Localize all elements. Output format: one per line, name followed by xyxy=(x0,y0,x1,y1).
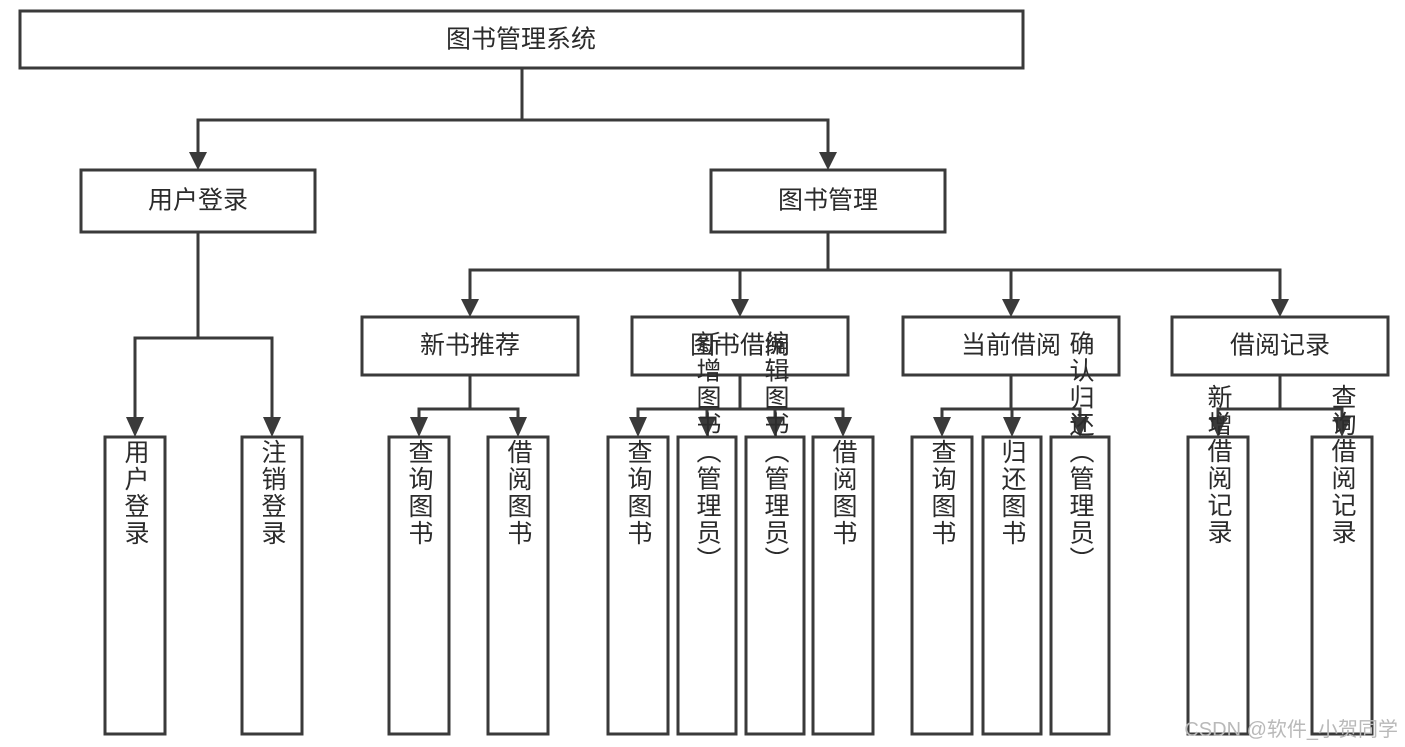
node-borrow-record[interactable]: 借阅记录 xyxy=(1170,315,1390,377)
leaf-user-login-box[interactable] xyxy=(103,435,167,736)
leaf-return-book[interactable]: 归还图书 xyxy=(981,435,1043,736)
node-borrow-record-box[interactable] xyxy=(1170,315,1390,377)
arrow-cb-leaf2 xyxy=(1003,417,1021,437)
leaf-query-book-1-label: 查询图书 xyxy=(405,439,434,547)
node-new-book-rec-box[interactable] xyxy=(360,315,580,377)
leaf-confirm-return-label: 确认归还（管理员） xyxy=(1066,331,1095,574)
leaf-edit-book[interactable]: 编辑图书（管理员） xyxy=(744,331,806,736)
node-book-manage-box[interactable] xyxy=(709,168,947,234)
arrow-ul-leaf1 xyxy=(126,417,144,437)
leaf-query-book-3-box[interactable] xyxy=(910,435,974,736)
leaf-add-record[interactable]: 新增借阅记录 xyxy=(1186,384,1250,736)
node-current-borrow[interactable]: 当前借阅 xyxy=(901,315,1121,377)
leaf-return-book-label: 归还图书 xyxy=(998,439,1027,547)
arrow-bb-leaf2 xyxy=(698,417,716,437)
leaf-user-login-label: 用户登录 xyxy=(121,439,150,547)
arrow-br-leaf2 xyxy=(1333,417,1351,437)
arrow-root-to-user-login xyxy=(189,152,207,170)
leaf-query-book-2[interactable]: 查询图书 xyxy=(606,435,670,736)
leaf-borrow-book-2-label: 借阅图书 xyxy=(829,439,858,547)
arrow-bb-leaf1 xyxy=(629,417,647,437)
arrow-br-leaf1 xyxy=(1209,417,1227,437)
leaf-logout-label: 注销登录 xyxy=(258,439,287,547)
leaf-borrow-book-1[interactable]: 借阅图书 xyxy=(486,435,550,736)
csdn-watermark: CSDN @软件_小贺同学 xyxy=(1184,718,1398,741)
leaf-confirm-return-box[interactable] xyxy=(1049,435,1111,736)
node-current-borrow-label: 当前借阅 xyxy=(961,332,1061,360)
node-book-borrow-label: 图书借阅 xyxy=(690,332,790,360)
leaf-borrow-book-2-box[interactable] xyxy=(811,435,875,736)
leaf-logout-box[interactable] xyxy=(240,435,304,736)
arrow-root-to-book-manage xyxy=(819,152,837,170)
node-new-book-rec[interactable]: 新书推荐 xyxy=(360,315,580,377)
node-book-manage-label: 图书管理 xyxy=(778,187,878,215)
node-user-login-box[interactable] xyxy=(79,168,317,234)
leaf-add-book[interactable]: 新增图书（管理员） xyxy=(676,331,738,736)
leaf-edit-book-box[interactable] xyxy=(744,435,806,736)
node-user-login[interactable]: 用户登录 xyxy=(79,168,317,234)
leaf-query-record[interactable]: 查询借阅记录 xyxy=(1310,384,1374,736)
leaf-user-login[interactable]: 用户登录 xyxy=(103,435,167,736)
arrow-bm-to-borrowrecord xyxy=(1271,299,1289,317)
node-borrow-record-label: 借阅记录 xyxy=(1230,332,1330,360)
leaf-query-book-2-box[interactable] xyxy=(606,435,670,736)
leaf-query-record-box[interactable] xyxy=(1310,435,1374,736)
leaf-query-book-3[interactable]: 查询图书 xyxy=(910,435,974,736)
arrow-bb-leaf4 xyxy=(834,417,852,437)
arrow-nb-leaf1 xyxy=(410,417,428,437)
leaf-logout[interactable]: 注销登录 xyxy=(240,435,304,736)
arrow-bm-to-currentborrow xyxy=(1002,299,1020,317)
node-root[interactable]: 图书管理系统 xyxy=(18,9,1025,70)
arrow-cb-leaf3 xyxy=(1071,417,1089,437)
leaf-borrow-book-1-label: 借阅图书 xyxy=(504,439,533,547)
leaf-query-book-3-label: 查询图书 xyxy=(928,439,957,547)
leaf-confirm-return[interactable]: 确认归还（管理员） xyxy=(1049,331,1111,736)
node-book-borrow[interactable]: 图书借阅 xyxy=(630,315,850,377)
arrow-bb-leaf3 xyxy=(766,417,784,437)
leaf-add-record-box[interactable] xyxy=(1186,435,1250,736)
leaf-query-record-label: 查询借阅记录 xyxy=(1328,384,1357,546)
arrow-bm-to-bookborrow xyxy=(731,299,749,317)
leaf-borrow-book-1-box[interactable] xyxy=(486,435,550,736)
node-book-manage[interactable]: 图书管理 xyxy=(709,168,947,234)
node-user-login-label: 用户登录 xyxy=(148,187,248,215)
leaf-query-book-1-box[interactable] xyxy=(387,435,451,736)
node-root-box[interactable] xyxy=(18,9,1025,70)
leaf-add-book-label: 新增图书（管理员） xyxy=(693,331,722,574)
leaf-add-book-box[interactable] xyxy=(676,435,738,736)
leaf-query-book-2-label: 查询图书 xyxy=(624,439,653,547)
leaf-query-book-1[interactable]: 查询图书 xyxy=(387,435,451,736)
leaf-edit-book-label: 编辑图书（管理员） xyxy=(761,331,790,574)
leaf-return-book-box[interactable] xyxy=(981,435,1043,736)
arrow-nb-leaf2 xyxy=(509,417,527,437)
node-book-borrow-box[interactable] xyxy=(630,315,850,377)
connector-layer xyxy=(126,66,1351,437)
arrow-cb-leaf1 xyxy=(933,417,951,437)
node-new-book-rec-label: 新书推荐 xyxy=(420,332,520,360)
node-current-borrow-box[interactable] xyxy=(901,315,1121,377)
leaf-add-record-label: 新增借阅记录 xyxy=(1204,384,1233,546)
node-root-label: 图书管理系统 xyxy=(446,26,596,54)
arrow-ul-leaf2 xyxy=(263,417,281,437)
arrow-bm-to-newbook xyxy=(461,299,479,317)
leaf-borrow-book-2[interactable]: 借阅图书 xyxy=(811,435,875,736)
